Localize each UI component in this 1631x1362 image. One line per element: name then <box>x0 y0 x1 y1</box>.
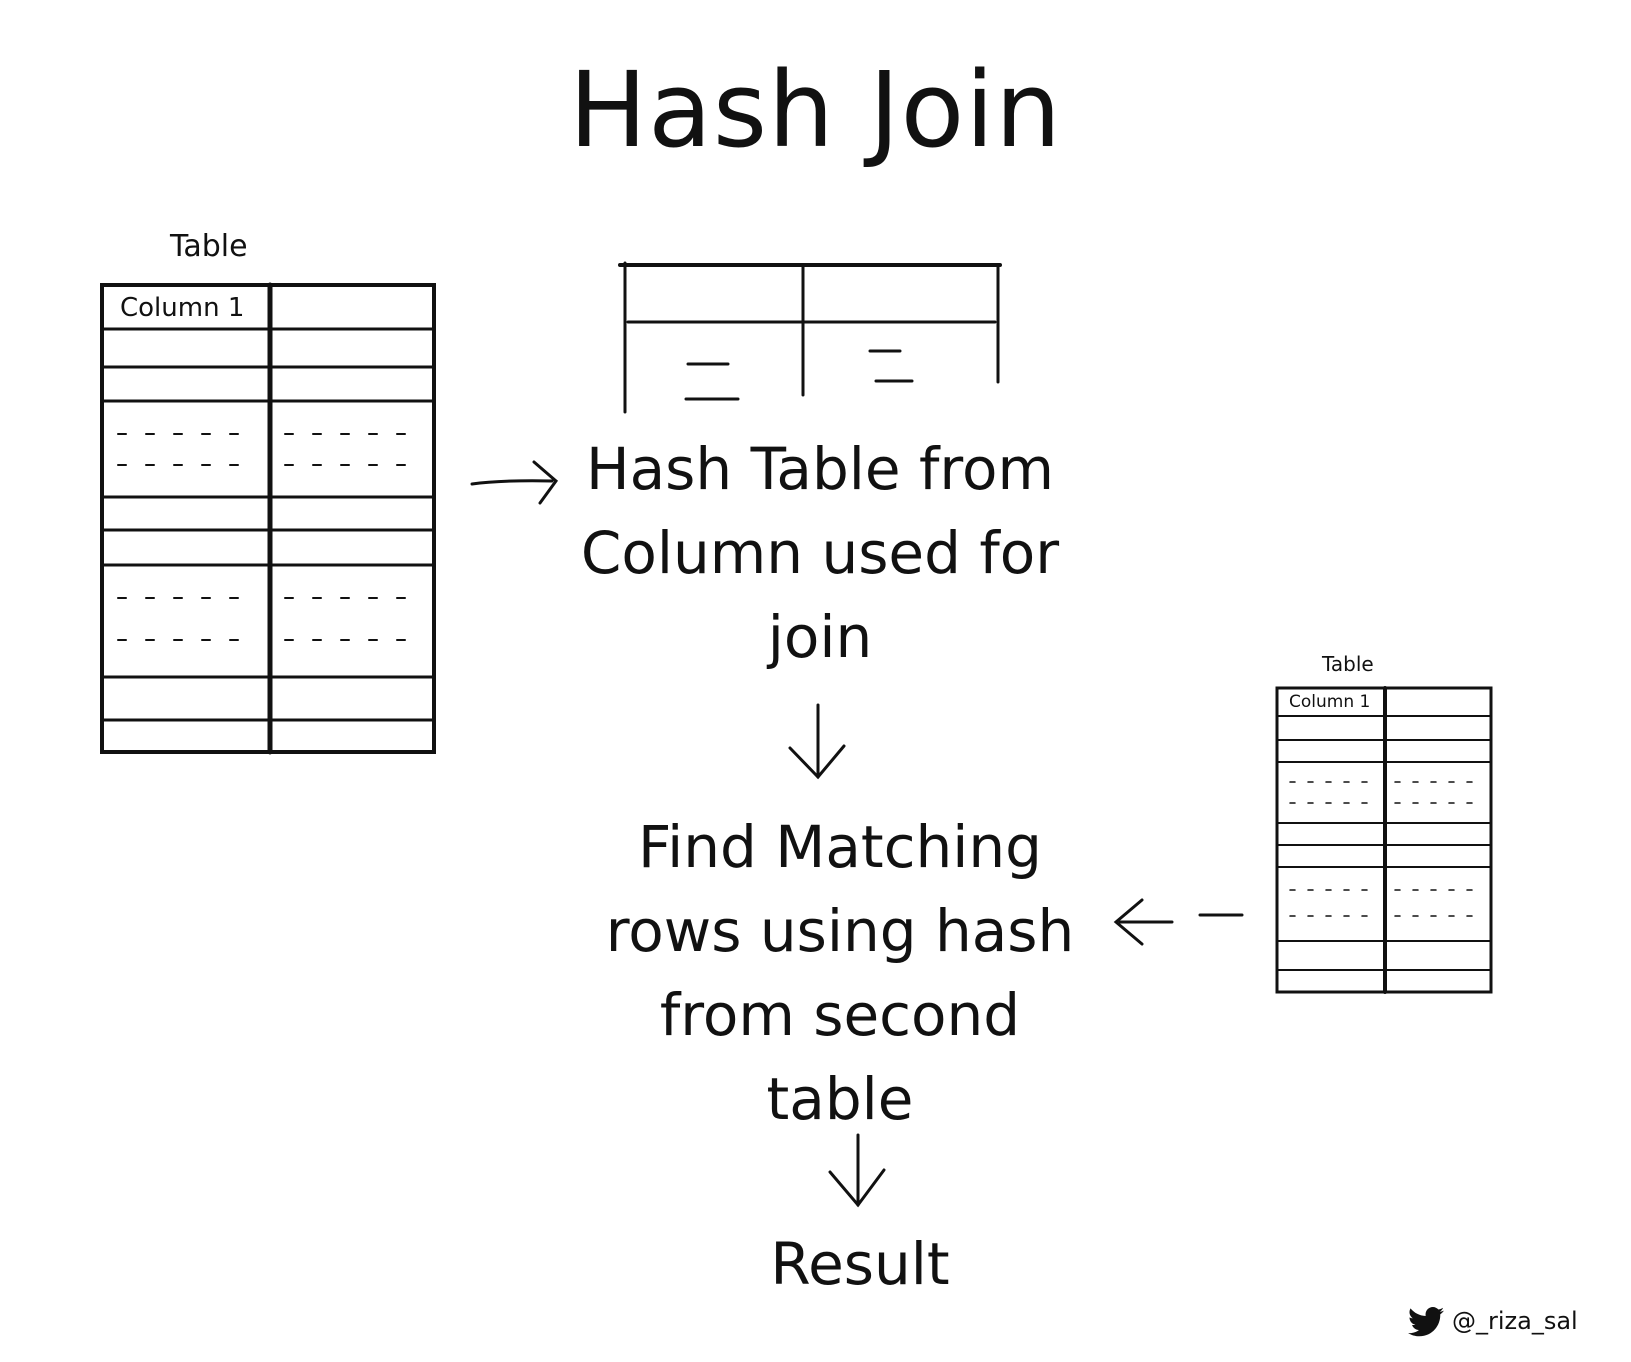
left-table-label: Table <box>170 229 248 264</box>
right-table-label: Table <box>1322 652 1374 676</box>
step-result: Result <box>770 1230 950 1298</box>
step-find-matching: Find Matching rows using hash from secon… <box>605 813 1075 1133</box>
diagram-title: Hash Join <box>568 49 1063 171</box>
left-table-header-cell: Column 1 <box>120 293 245 323</box>
author-handle: @_riza_sal <box>1452 1307 1578 1335</box>
twitter-bird-icon <box>1408 1307 1444 1337</box>
right-table-header-cell: Column 1 <box>1289 692 1371 712</box>
step-hash-table: Hash Table from Column used for join <box>580 435 1060 671</box>
